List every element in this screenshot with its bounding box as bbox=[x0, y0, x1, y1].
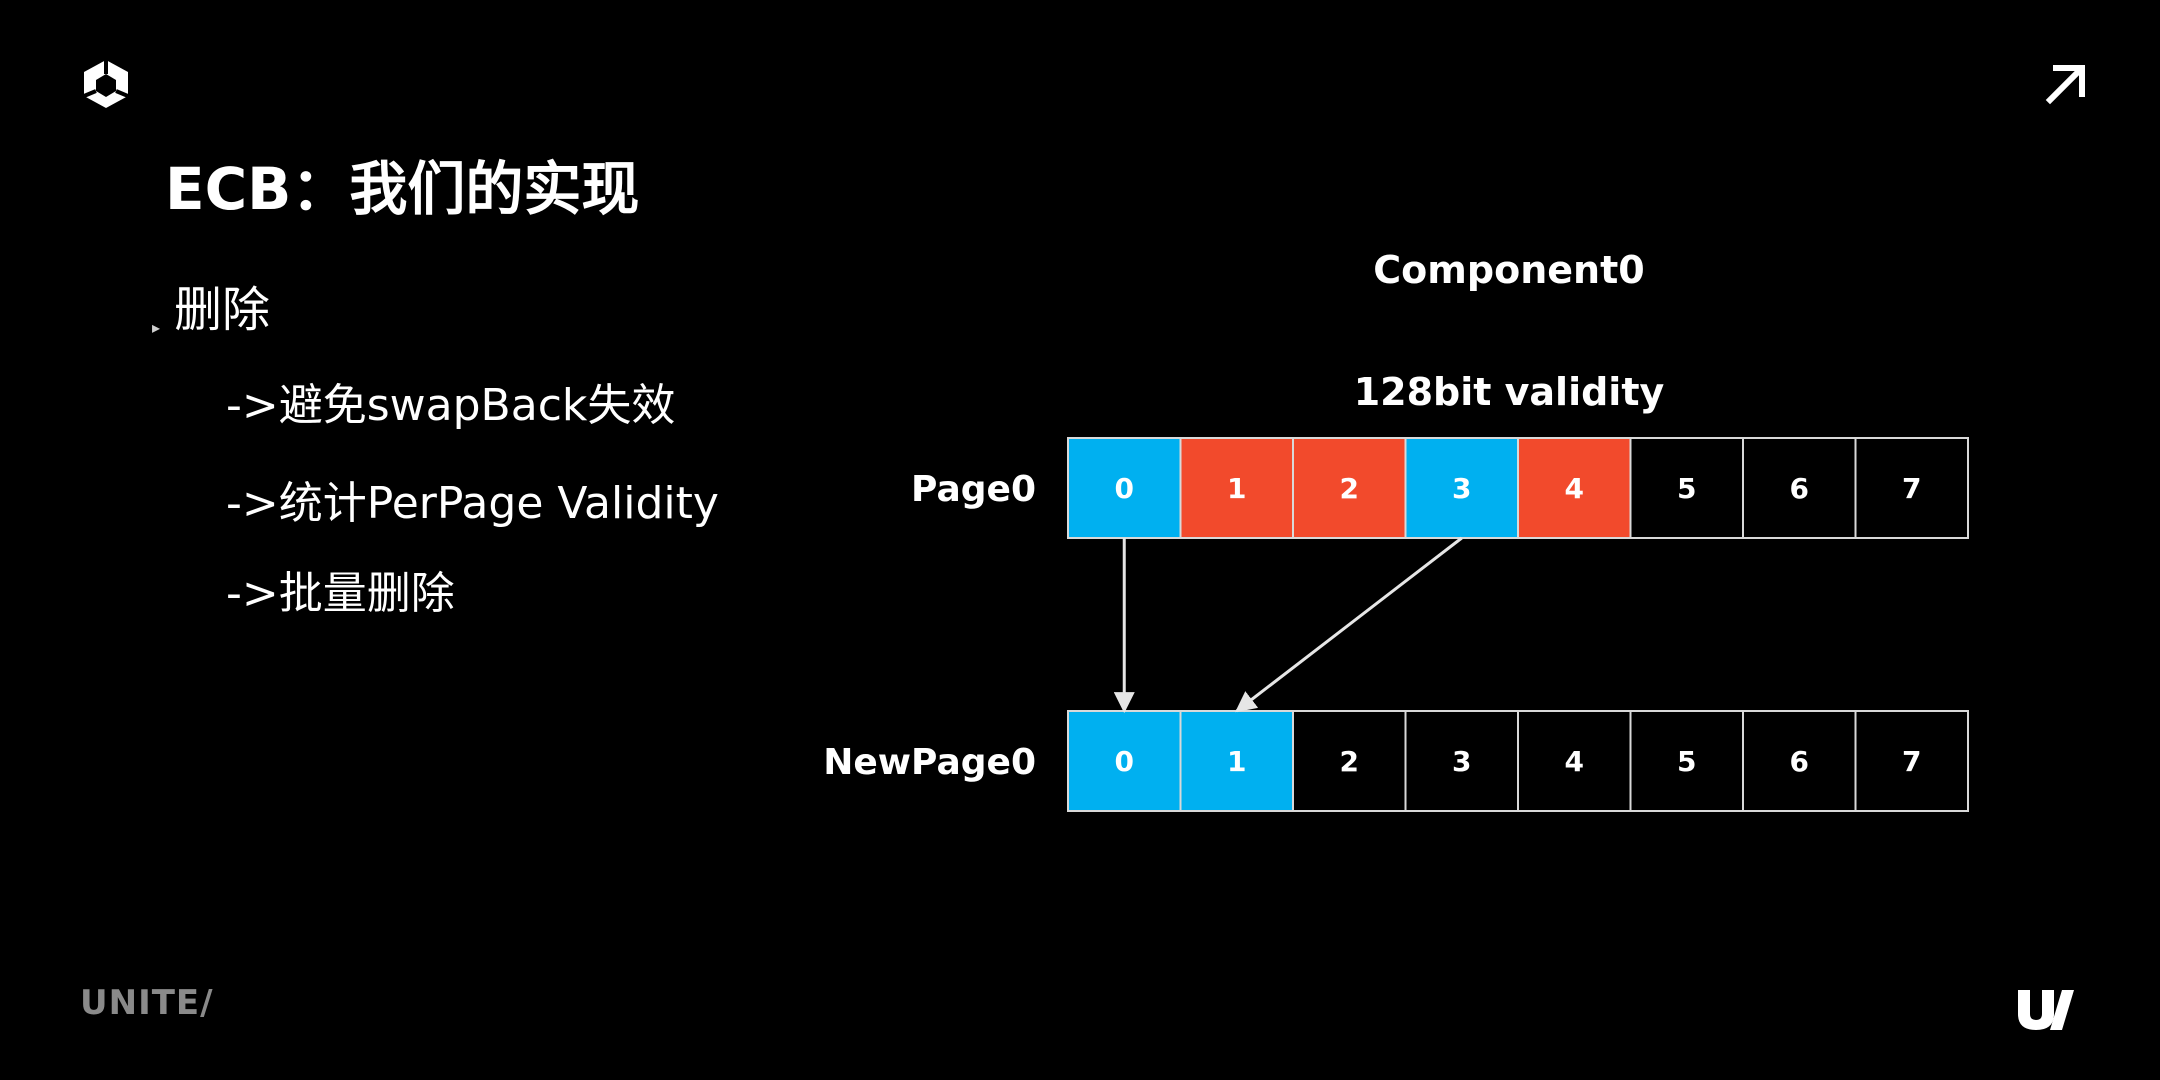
cell-text-0-7: 7 bbox=[1902, 472, 1921, 505]
cell-text-0-2: 2 bbox=[1340, 472, 1359, 505]
cell-text-0-6: 6 bbox=[1790, 472, 1809, 505]
cell-1-4 bbox=[1517, 710, 1632, 812]
row-label-0: Page0 bbox=[911, 469, 1036, 510]
cell-0-4 bbox=[1517, 437, 1632, 539]
cell-text-0-1: 1 bbox=[1227, 472, 1246, 505]
slide-title: ECB：我们的实现 bbox=[165, 155, 640, 223]
cell-1-3 bbox=[1404, 710, 1519, 812]
cell-text-1-0: 0 bbox=[1115, 745, 1134, 778]
cell-text-1-6: 6 bbox=[1790, 745, 1809, 778]
cell-text-0-5: 5 bbox=[1677, 472, 1696, 505]
cell-text-1-3: 3 bbox=[1452, 745, 1471, 778]
footer-brand: UNITE/ bbox=[80, 983, 214, 1023]
sub-item-2: ->统计PerPage Validity bbox=[226, 478, 719, 529]
cell-text-1-4: 4 bbox=[1565, 745, 1584, 778]
component-label: Component0 bbox=[1373, 248, 1644, 292]
move-arrow-1 bbox=[1235, 536, 1463, 713]
cell-text-1-7: 7 bbox=[1902, 745, 1921, 778]
cell-1-6 bbox=[1742, 710, 1857, 812]
cell-1-0 bbox=[1067, 710, 1182, 812]
validity-label: 128bit validity bbox=[1354, 370, 1665, 414]
unity-u-slash-icon bbox=[2018, 990, 2074, 1030]
cell-0-6 bbox=[1742, 437, 1857, 539]
cell-text-0-3: 3 bbox=[1452, 472, 1471, 505]
cell-0-2 bbox=[1292, 437, 1407, 539]
sub-item-1: ->避免swapBack失效 bbox=[226, 380, 676, 431]
cell-text-0-0: 0 bbox=[1115, 472, 1134, 505]
cell-0-0 bbox=[1067, 437, 1182, 539]
cell-1-7 bbox=[1854, 710, 1969, 812]
bullet-marker: ▸ bbox=[152, 318, 161, 337]
cell-text-1-2: 2 bbox=[1340, 745, 1359, 778]
unity-cube-icon bbox=[83, 60, 129, 108]
cell-text-0-4: 4 bbox=[1565, 472, 1584, 505]
row-label-1: NewPage0 bbox=[823, 742, 1036, 783]
sub-item-3: ->批量删除 bbox=[226, 568, 455, 619]
cell-0-1 bbox=[1179, 437, 1294, 539]
cell-0-5 bbox=[1629, 437, 1744, 539]
cell-1-1 bbox=[1179, 710, 1294, 812]
bullet-text: 删除 bbox=[174, 282, 271, 338]
arrow-up-right-icon[interactable] bbox=[2044, 62, 2088, 106]
cell-text-1-1: 1 bbox=[1227, 745, 1246, 778]
cell-text-1-5: 5 bbox=[1677, 745, 1696, 778]
cell-0-7 bbox=[1854, 437, 1969, 539]
cell-1-2 bbox=[1292, 710, 1407, 812]
